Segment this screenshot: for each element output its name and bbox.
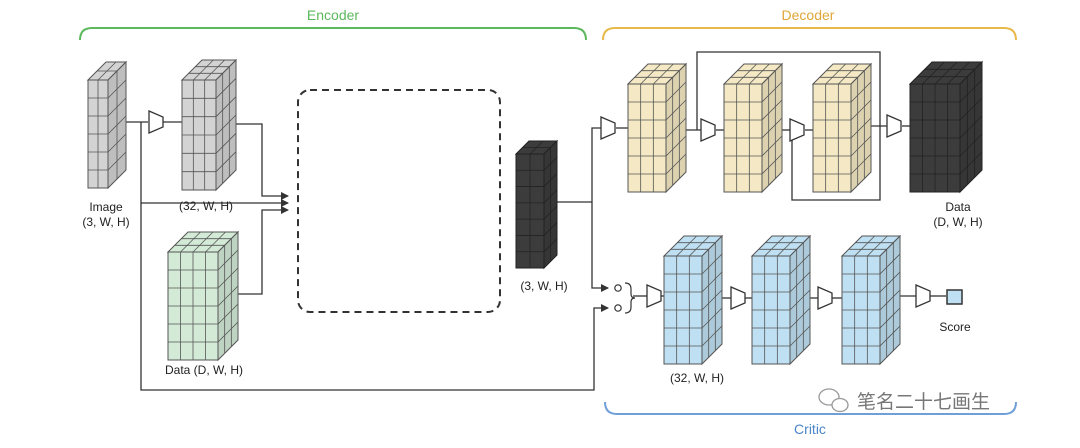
- data-input-label: Data (D, W, H): [165, 363, 243, 377]
- encoded-dims-label: (3, W, H): [520, 279, 567, 293]
- score-label: Score: [939, 320, 971, 334]
- decoder-conv-3-icon: [789, 118, 805, 142]
- image-label: Image: [89, 200, 123, 214]
- decoder-tensor-1: [626, 62, 688, 194]
- line-to-critic: [591, 202, 609, 292]
- encoded-output-tensor: [514, 139, 559, 270]
- line-image-to-critic: [140, 203, 609, 391]
- concat-node-bottom: [614, 304, 622, 312]
- encoder-conv-icon: [148, 110, 164, 134]
- data-input-tensor: [166, 230, 240, 362]
- encoder-feature-tensor: [180, 58, 238, 192]
- critic-conv-1-icon: [646, 284, 662, 308]
- line-to-decoder: [591, 127, 601, 202]
- image-dims-label: (3, W, H): [82, 215, 129, 229]
- critic-tensor-3: [840, 234, 902, 366]
- critic-features-label: (32, W, H): [670, 371, 724, 385]
- encoder-bracket: [79, 27, 587, 41]
- concat-brace: [624, 282, 636, 314]
- image-input-tensor: [86, 60, 128, 190]
- critic-bracket: [604, 401, 1017, 415]
- encoder-core-placeholder: [297, 89, 501, 313]
- encoder-features-label: (32, W, H): [179, 199, 233, 213]
- decoder-bracket: [602, 27, 1017, 41]
- line-data-to-core: [238, 206, 289, 295]
- critic-tensor-1: [662, 234, 724, 366]
- critic-conv-3-icon: [817, 286, 833, 310]
- critic-conv-4-icon: [915, 284, 931, 308]
- critic-conv-2-icon: [730, 286, 746, 310]
- concat-node-top: [614, 284, 622, 292]
- critic-title: Critic: [794, 421, 826, 437]
- watermark-text: 笔名二十七画生: [857, 391, 990, 413]
- line-features-to-core: [232, 123, 289, 200]
- critic-tensor-2: [750, 234, 812, 366]
- decoder-title: Decoder: [782, 7, 835, 23]
- decoder-tensor-2: [722, 62, 784, 194]
- wechat-icon: [818, 388, 849, 413]
- decoded-dims-label: (D, W, H): [933, 215, 982, 229]
- decoder-conv-1-icon: [600, 116, 616, 140]
- decoder-conv-2-icon: [700, 118, 716, 142]
- decoder-tensor-3: [811, 62, 873, 194]
- decoded-data-tensor: [908, 60, 984, 194]
- decoded-label: Data: [945, 200, 971, 214]
- score-output-box: [946, 289, 963, 305]
- watermark: 笔名二十七画生: [818, 388, 990, 413]
- encoder-title: Encoder: [307, 7, 359, 23]
- line-decoder-skip: [696, 51, 881, 201]
- decoder-conv-4-icon: [886, 114, 902, 138]
